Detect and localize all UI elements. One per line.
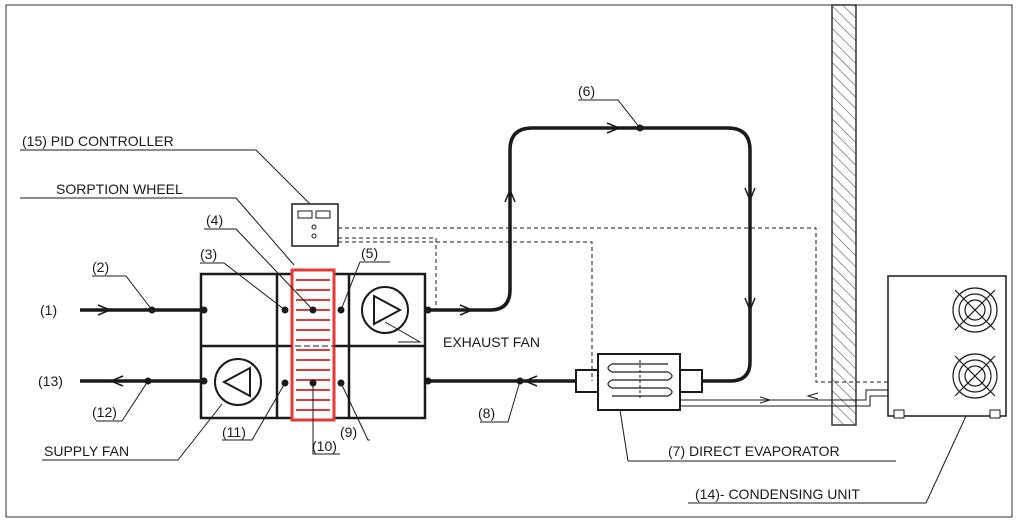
label-6: (6) <box>578 83 595 99</box>
label-direct-evaporator: (7) DIRECT EVAPORATOR <box>668 443 840 459</box>
label-11: (11) <box>222 424 246 440</box>
control-wiring <box>338 227 888 383</box>
exhaust-duct-loop <box>425 126 752 383</box>
air-ducts <box>80 126 752 383</box>
label-13: (13) <box>38 373 63 389</box>
label-4: (4) <box>206 212 223 228</box>
pid-controller <box>291 203 339 247</box>
label-1: (1) <box>40 302 57 318</box>
label-2: (2) <box>92 259 109 275</box>
label-exhaust-fan: EXHAUST FAN <box>443 334 540 350</box>
label-condensing-unit: (14)- CONDENSING UNIT <box>695 486 860 502</box>
label-8: (8) <box>478 405 495 421</box>
label-supply-fan: SUPPLY FAN <box>44 443 129 459</box>
label-12: (12) <box>92 404 117 420</box>
leader-lines <box>20 99 967 504</box>
condensing-unit <box>887 275 1007 419</box>
text-labels: (1) (2) (3) (4) (5) (6) (8) (9) (10) (11… <box>22 83 860 502</box>
condenser-fan-bottom <box>952 353 998 399</box>
label-10: (10) <box>312 438 337 454</box>
label-3: (3) <box>200 246 217 262</box>
label-5: (5) <box>361 245 378 261</box>
frame-border <box>5 4 1013 518</box>
label-9: (9) <box>340 424 357 440</box>
direct-evaporator <box>575 353 703 411</box>
supply-fan <box>214 358 262 406</box>
label-sorption-wheel: SORPTION WHEEL <box>56 181 183 197</box>
refrigerant-lines <box>680 389 888 407</box>
building-wall <box>831 4 857 426</box>
label-pid-controller: (15) PID CONTROLLER <box>22 133 174 149</box>
exhaust-fan <box>361 286 409 334</box>
condenser-fan-top <box>952 287 998 333</box>
flow-arrows <box>97 122 756 387</box>
